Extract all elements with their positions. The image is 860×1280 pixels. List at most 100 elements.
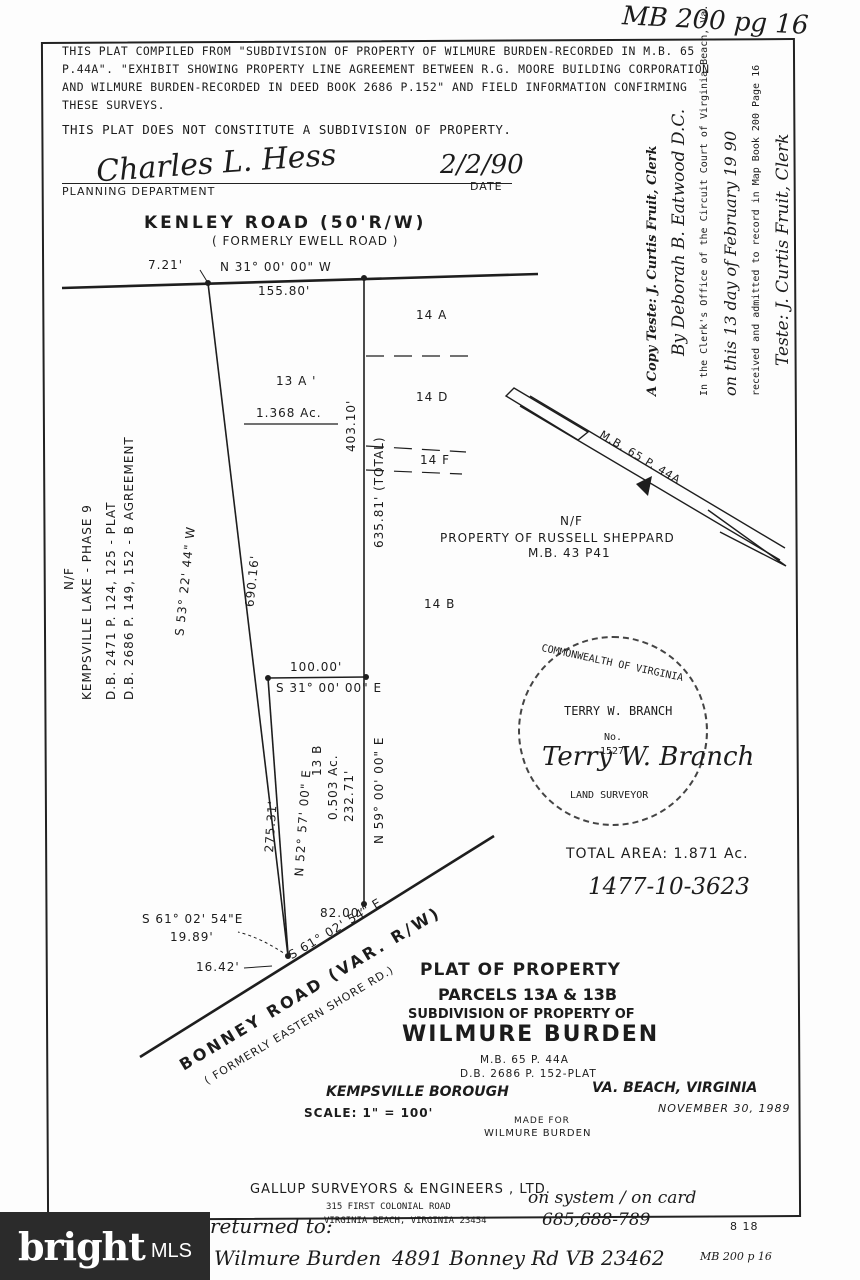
total-area: TOTAL AREA: 1.871 Ac. (566, 846, 749, 862)
east-owner: PROPERTY OF RUSSELL SHEPPARD (440, 531, 675, 545)
recording-line-3: In the Clerk's Office of the Circuit Cou… (699, 0, 710, 396)
sheet-number: 8 18 (730, 1220, 759, 1233)
corner-pin-se (361, 901, 367, 907)
plat-date: NOVEMBER 30, 1989 (658, 1102, 791, 1115)
note-line-1: THIS PLAT COMPILED FROM "SUBDIVISION OF … (62, 44, 695, 58)
plat-ref-2: D.B. 2686 P. 152-PLAT (460, 1068, 597, 1080)
made-for-label: MADE FOR (514, 1116, 570, 1126)
surveyor-firm: GALLUP SURVEYORS & ENGINEERS , LTD. (250, 1182, 551, 1197)
bonney-road-line (139, 834, 495, 1059)
kenley-road-line (61, 272, 539, 290)
plat-city: VA. BEACH, VIRGINIA (592, 1080, 758, 1096)
14f-divider-top (365, 445, 467, 453)
parcel-14d-label: 14 D (416, 390, 449, 404)
surveyor-address-1: 315 FIRST COLONIAL ROAD (326, 1202, 451, 1212)
system-note: on system / on card (528, 1188, 697, 1208)
recording-line-4: on this 13 day of February 19 90 (721, 130, 740, 396)
bottom-distance: 82.00' (320, 906, 364, 920)
brand-word: bright (18, 1223, 146, 1269)
parcel-13b-label: 13 B (310, 744, 324, 776)
west-owner: KEMPSVILLE LAKE - PHASE 9 (80, 504, 94, 700)
phone-note: 685,688-789 (542, 1210, 651, 1230)
parcel-13b-east-dist: 232.71' (342, 769, 356, 822)
west-ref-2: D.B. 2686 P. 149, 152 - B AGREEMENT (122, 436, 136, 700)
gpin-number: 1477-10-3623 (588, 874, 750, 900)
bl-offset: 16.42' (196, 960, 240, 974)
arrow-marker (636, 476, 652, 496)
arrow-tail (504, 387, 590, 441)
footer-owner: Wilmure Burden (214, 1246, 382, 1270)
seal-signature: Terry W. Branch (542, 742, 755, 772)
east-ref: M.B. 43 P41 (528, 546, 611, 560)
seal-number: 1527 (600, 746, 625, 757)
surveyor-address-2: VIRGINIA BEACH, VIRGINIA 23454 (324, 1216, 487, 1226)
mid-bearing: S 31° 00' 00" E (276, 681, 383, 695)
plat-title: PLAT OF PROPERTY (420, 960, 621, 980)
footer-address: 4891 Bonney Rd VB 23462 (392, 1246, 665, 1270)
recording-line-5: received and admitted to record in Map B… (751, 64, 762, 396)
top-bearing: N 31° 00' 00" W (220, 260, 332, 274)
east-distance-total: 635.81' (TOTAL) (372, 436, 386, 548)
east-distance-1: 403.10' (344, 399, 358, 452)
recording-line-1: A Copy Teste: J. Curtis Fruit, Clerk (645, 145, 660, 396)
parcel-14b-label: 14 B (424, 597, 456, 611)
parcel-13b-east-bearing: N 59° 00' 00" E (372, 736, 386, 844)
arrow-head (707, 509, 787, 567)
parcel-14f-label: 14 F (420, 453, 450, 467)
plat-scale: SCALE: 1" = 100' (304, 1106, 434, 1120)
brand-suffix: MLS (150, 1239, 192, 1262)
disclaimer: THIS PLAT DOES NOT CONSTITUTE A SUBDIVIS… (62, 122, 512, 137)
west-ref-1: D.B. 2471 P. 124, 125 - PLAT (104, 501, 118, 700)
recording-line-2: By Deborah B. Eatwood D.C. (669, 108, 689, 356)
signature-rule (62, 183, 512, 184)
east-nf: N/F (560, 514, 583, 528)
corner-pin-13b-nw (265, 675, 271, 681)
parcel-13a-label: 13 A ' (276, 374, 317, 388)
west-nf: N/F (62, 567, 76, 590)
surveyor-seal: COMMONWEALTH OF VIRGINIA TERRY W. BRANCH… (518, 636, 754, 826)
seal-bottom-text: LAND SURVEYOR (570, 790, 649, 801)
west-property-line (207, 282, 289, 957)
bright-mls-watermark: bright MLS (0, 1212, 210, 1280)
seal-name: TERRY W. BRANCH (564, 704, 673, 718)
note-line-3: AND WILMURE BURDEN-RECORDED IN DEED BOOK… (62, 80, 688, 94)
bl-bearing: S 61° 02' 54"E (142, 912, 244, 926)
returned-to-note: returned to: (210, 1214, 333, 1238)
parcel-13b-area: 0.503 Ac. (326, 754, 340, 820)
note-line-2: P.44A". "EXHIBIT SHOWING PROPERTY LINE A… (62, 62, 710, 76)
plat-parcels: PARCELS 13A & 13B (438, 985, 618, 1004)
parcel-13b-west (267, 677, 289, 955)
plat-sub: SUBDIVISION OF PROPERTY OF (408, 1007, 635, 1022)
corner-pin-sw (285, 953, 291, 959)
recording-line-6: Teste: J. Curtis Fruit, Clerk (773, 133, 793, 367)
date-label: DATE (470, 180, 503, 193)
note-line-4: THESE SURVEYS. (62, 98, 166, 112)
14f-divider-bottom (365, 469, 463, 475)
corner-pin-13b-ne (363, 674, 369, 680)
seal-no-label: No. (604, 732, 623, 743)
kenley-former-name: ( FORMERLY EWELL ROAD ) (212, 234, 399, 248)
planning-dept-label: PLANNING DEPARTMENT (62, 185, 216, 198)
kenley-road-label: KENLEY ROAD (50'R/W) (144, 213, 427, 233)
leader-16-42 (243, 965, 273, 969)
top-distance: 155.80' (258, 284, 311, 298)
leader-19-89 (237, 931, 289, 957)
parcel-13a-area: 1.368 Ac. (256, 406, 322, 420)
corner-pin-nw (205, 280, 211, 286)
approval-date: 2/2/90 (440, 150, 524, 180)
west-neighbor-block: N/F KEMPSVILLE LAKE - PHASE 9 D.B. 2471 … (60, 436, 136, 700)
footer-book-ref: MB 200 p 16 (700, 1250, 772, 1263)
arrow-shaft-2 (529, 395, 786, 549)
top-offset: 7.21' (148, 258, 184, 272)
plat-borough: KEMPSVILLE BOROUGH (326, 1084, 509, 1100)
mid-line (267, 676, 367, 679)
parcel-14a-label: 14 A (416, 308, 448, 322)
plat-ref-1: M.B. 65 P. 44A (480, 1054, 569, 1066)
bl-distance: 19.89' (170, 930, 214, 944)
corner-pin-ne (361, 275, 367, 281)
mid-distance: 100.00' (290, 660, 343, 674)
plat-owner: WILMURE BURDEN (402, 1022, 660, 1047)
recording-certificate: A Copy Teste: J. Curtis Fruit, Clerk By … (640, 0, 796, 396)
